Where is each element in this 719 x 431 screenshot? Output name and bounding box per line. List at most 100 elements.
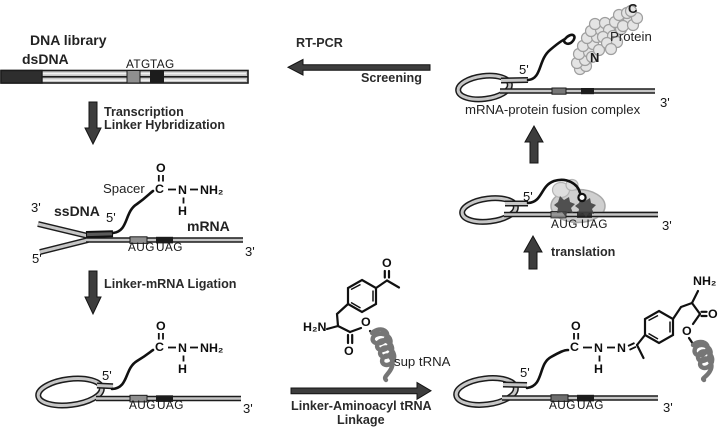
fusion-complex-caption: mRNA-protein fusion complex xyxy=(465,102,641,117)
trna-in-ribosome xyxy=(575,197,596,217)
trna-in-ribosome xyxy=(554,196,575,216)
linker-o-atom: O xyxy=(156,161,166,175)
aminoacyl-trna-structure xyxy=(325,269,401,383)
uag-codon-label: UAG xyxy=(156,240,183,254)
dna-start-codon-label: ATG xyxy=(126,57,151,71)
uag-codon-box xyxy=(577,394,594,402)
dsdna-bar xyxy=(0,69,249,84)
n-terminus-label: N xyxy=(590,50,600,65)
aug-codon-label: AUG xyxy=(128,240,155,254)
ssdna-3prime-label: 3' xyxy=(31,200,41,215)
spacer-linker-curve xyxy=(111,189,155,235)
fusion-step-arrow xyxy=(524,124,544,164)
uag-codon-label: UAG xyxy=(581,217,608,231)
hydrazide-bonds xyxy=(157,175,198,204)
uag-codon-box xyxy=(156,236,173,244)
hydrazone-h-atom: H xyxy=(594,362,603,376)
acetyl-o-atom: O xyxy=(382,256,392,270)
three-prime-label: 3' xyxy=(243,401,253,416)
linkage-arrow xyxy=(290,381,432,401)
sup-trna-label: sup tRNA xyxy=(394,354,451,369)
translation-arrow xyxy=(523,234,543,270)
charged-mrna-construct xyxy=(453,289,715,408)
sup-trna-squiggle xyxy=(690,339,715,383)
dna-stop-codon-label: TAG xyxy=(150,57,175,71)
linker-h-atom: H xyxy=(178,204,187,218)
mrna-3prime-label: 3' xyxy=(245,244,255,259)
tag-codon-box xyxy=(150,70,164,83)
rt-pcr-arrow xyxy=(286,58,431,76)
hydrazone-n2-atom: N xyxy=(617,340,626,355)
ssdna-5prime-label: 5' xyxy=(32,251,42,266)
linker-n-atom: N xyxy=(178,340,187,355)
hydrazone-n1-atom: N xyxy=(594,340,603,355)
linkage-label-line2: Linkage xyxy=(337,413,385,427)
linker-c-atom: C xyxy=(155,182,164,196)
ligation-arrow xyxy=(84,270,102,316)
linker-h-atom: H xyxy=(178,362,187,376)
ssdna-label: ssDNA xyxy=(54,203,100,219)
three-prime-label: 3' xyxy=(663,400,673,415)
uag-codon-label: UAG xyxy=(577,398,604,412)
five-prime-label: 5' xyxy=(520,365,530,380)
ester-o-atom: O xyxy=(361,315,371,329)
linker-5prime-label: 5' xyxy=(106,210,116,225)
protein-label: Protein xyxy=(610,29,652,44)
amine-group: H₂N xyxy=(303,320,327,334)
ketone-linkage xyxy=(635,333,647,360)
linker-curve xyxy=(526,178,582,205)
uag-codon-box xyxy=(156,395,173,402)
linker-n-atom: N xyxy=(178,182,187,197)
linker-hybridized-template xyxy=(37,175,243,255)
aug-codon-box xyxy=(550,394,569,402)
aug-codon-box xyxy=(129,236,148,244)
ester-o-atom: O xyxy=(682,324,692,338)
aug-codon-label: AUG xyxy=(129,398,156,412)
linker-end-ring xyxy=(577,192,587,203)
five-prime-label: 5' xyxy=(519,62,529,77)
dna-library-title: DNA library xyxy=(30,32,107,48)
benzene-ring xyxy=(346,278,378,314)
linker-curve xyxy=(110,348,155,391)
linker-c-atom: C xyxy=(155,340,164,354)
linker-nh2-group: NH₂ xyxy=(200,340,224,355)
protein-bead-cluster xyxy=(570,4,644,76)
rt-pcr-label: RT-PCR xyxy=(296,36,343,50)
linkage-label-line1: Linker-Aminoacyl tRNA xyxy=(291,399,432,413)
translation-label: translation xyxy=(551,245,616,259)
ligated-mrna-construct xyxy=(35,333,241,409)
linker-curve xyxy=(526,33,576,82)
carbonyl-o-atom: O xyxy=(708,307,718,321)
acetyl-group xyxy=(374,269,401,290)
sup-trna-squiggle xyxy=(369,327,397,383)
uag-codon-label: UAG xyxy=(157,398,184,412)
spacer-label: Spacer xyxy=(103,181,145,196)
dsdna-label: dsDNA xyxy=(22,51,69,67)
fusion-complex-structure xyxy=(455,4,655,103)
promoter-region xyxy=(0,69,43,84)
c-terminus-label: C xyxy=(628,1,638,16)
aug-codon-box xyxy=(551,87,567,95)
mrna-label: mRNA xyxy=(187,218,230,234)
ligation-label: Linker-mRNA Ligation xyxy=(104,277,237,291)
aug-codon-box xyxy=(129,394,148,403)
transcription-label: Transcription xyxy=(104,105,184,119)
hydrazone-c-atom: C xyxy=(570,340,579,354)
amine-group: NH₂ xyxy=(693,274,717,288)
uag-codon-box xyxy=(581,88,594,95)
aug-codon-label: AUG xyxy=(549,398,576,412)
linker-curve xyxy=(525,348,570,390)
hydrazone-bonds xyxy=(573,333,637,362)
carbonyl-o-atom: O xyxy=(344,344,354,358)
hydrazide-bonds xyxy=(157,333,198,362)
linker-o-atom: O xyxy=(156,319,166,333)
linker-nh2-group: NH₂ xyxy=(200,182,224,197)
aug-codon-label: AUG xyxy=(551,217,578,231)
five-prime-label: 5' xyxy=(102,368,112,383)
benzene-ring xyxy=(643,309,675,345)
translation-complex xyxy=(459,178,658,225)
three-prime-label: 3' xyxy=(660,95,670,110)
amino-acid-backbone xyxy=(325,302,375,345)
